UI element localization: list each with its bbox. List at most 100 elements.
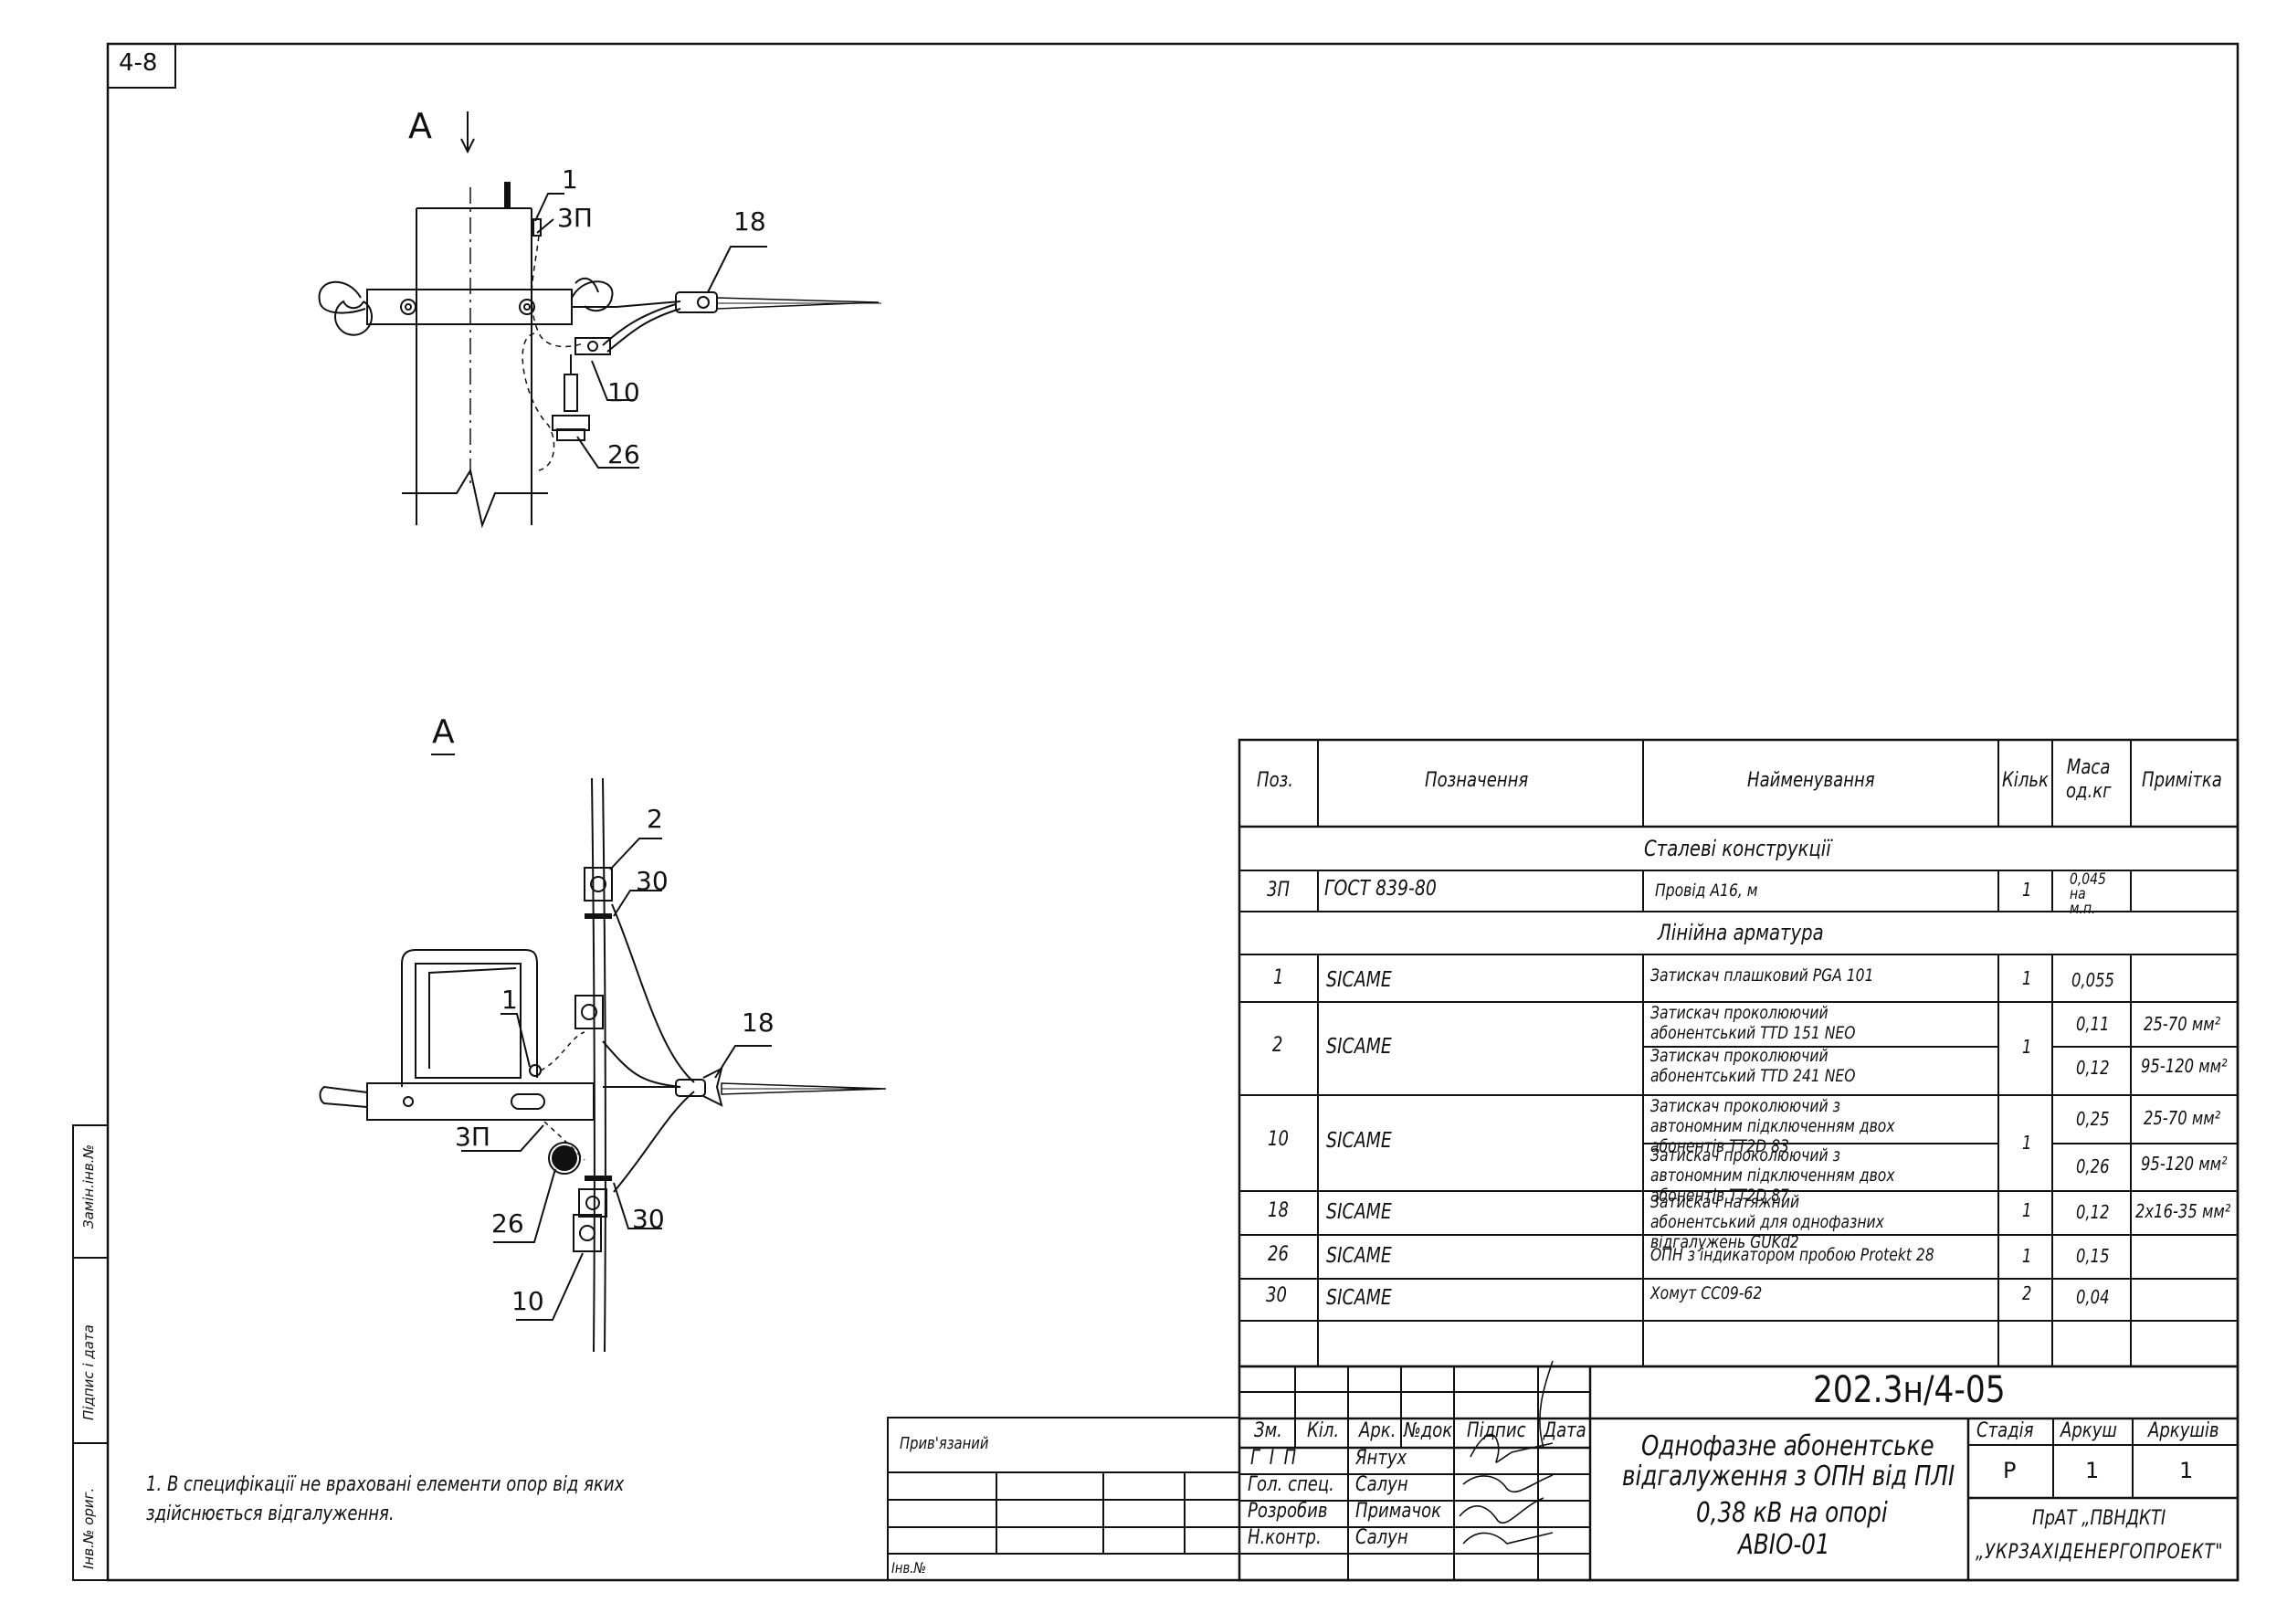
spec-cell-designation: ГОСТ 839-80 [1324,877,1437,901]
spec-cell-note: 25-70 мм² [2144,1107,2221,1129]
role-name: Салун [1355,1526,1408,1549]
spec-cell-mass: 0,26 [2076,1155,2110,1177]
sheet-code: 4-8 [119,49,158,77]
spec-cell-pos: 1 [1273,966,1284,989]
spec-cell-note: 2х16-35 мм² [2135,1200,2231,1222]
spec-cell-name: Затискач натяжний абонентський для одноф… [1650,1192,1884,1252]
spec-cell-name: Провід А16, м [1655,881,1758,901]
spec-cell-name: ОПН з індикатором пробою Protekt 28 [1650,1245,1934,1265]
spec-header-qty: Кільк [2002,769,2049,792]
spec-cell-qty: 1 [2022,1245,2032,1267]
sheet-value: 1 [2085,1458,2100,1483]
organization-line2: „УКРЗАХІДЕНЕРГОПРОЕКТ" [1976,1541,2224,1564]
bottom-view [319,754,887,1353]
sheet-code-box [107,43,176,89]
sheets-label: Аркушів [2148,1419,2219,1442]
spec-cell-mass: 0,15 [2076,1245,2110,1267]
callout-30-lower: 30 [632,1204,665,1234]
spec-cell-note: 95-120 мм² [2141,1055,2228,1077]
spec-header-note: Примітка [2142,769,2222,792]
spec-cell-designation: SICAME [1326,1286,1392,1310]
spec-header-name: Найменування [1747,769,1875,792]
spec-cell-qty: 2 [2022,1282,2032,1304]
spec-cell-qty: 1 [2022,1036,2032,1058]
spec-cell-name: Затискач проколюючий з автономним підклю… [1650,1145,1895,1206]
spec-section-title: Сталеві конструкції [1644,836,1831,861]
spec-cell-qty: 1 [2022,1199,2032,1221]
spec-cell-mass: 0,055 [2071,969,2114,991]
spec-cell-name: Затискач проколюючий абонентський TTD 15… [1650,1003,1856,1043]
attached-block-grid [887,1417,1240,1581]
spec-cell-name: Затискач проколюючий з автономним підклю… [1650,1096,1895,1156]
spec-cell-pos: 18 [1268,1199,1289,1222]
document-code: 202.3н/4-05 [1813,1369,2006,1411]
col-header-count: Кіл. [1307,1419,1340,1442]
callout-30-upper: 30 [636,866,669,896]
role-name: Янтух [1355,1447,1407,1470]
spec-cell-designation: SICAME [1326,1244,1392,1268]
spec-cell-designation: SICAME [1326,1035,1392,1059]
spec-cell-qty: 1 [2022,879,2032,901]
callout-26-top: 26 [607,439,640,469]
col-header-date: Дата [1544,1419,1586,1442]
title-line: відгалуження з ОПН від ПЛІ [1622,1461,1955,1492]
spec-cell-qty: 1 [2022,967,2032,989]
spec-header-pos: Поз. [1257,769,1293,792]
spec-cell-name: Хомут CC09-62 [1650,1283,1763,1303]
spec-header-designation: Позначення [1425,769,1529,792]
title-line: 0,38 кВ на опорі [1696,1497,1888,1529]
role-label: Розробив [1248,1500,1328,1523]
spec-cell-pos: 30 [1266,1284,1287,1307]
spec-cell-pos: 10 [1268,1128,1289,1151]
general-note: 1. В специфікації не враховані елементи … [146,1473,625,1525]
stage-value: Р [2003,1458,2017,1483]
spec-cell-note: 25-70 мм² [2144,1013,2221,1035]
role-name: Салун [1355,1473,1408,1496]
top-view [318,111,881,529]
spec-cell-mass: 0,04 [2076,1286,2110,1308]
spec-cell-designation: SICAME [1326,968,1392,992]
spec-cell-pos: 3П [1267,879,1291,902]
sheets-value: 1 [2179,1458,2194,1483]
spec-cell-mass: 0,11 [2076,1013,2110,1035]
callout-3p-top: 3П [557,203,593,233]
callout-10-top: 10 [607,377,640,407]
spec-cell-mass: 0,045 на м.п. [2070,870,2106,918]
spec-cell-pos: 2 [1272,1034,1283,1057]
side-replace-inv: Замін.інв.№ [80,1144,97,1229]
view-label-top: А [408,106,432,146]
inventory-label: Інв.№ [891,1559,927,1577]
col-header-change: Зм. [1254,1419,1282,1442]
spec-cell-note: 95-120 мм² [2141,1153,2228,1175]
callout-2: 2 [647,804,663,834]
spec-cell-qty: 1 [2022,1132,2032,1154]
title-line: Однофазне абонентське [1641,1430,1934,1462]
spec-cell-mass: 0,12 [2076,1057,2110,1079]
title-line: АВІО-01 [1738,1529,1830,1561]
spec-cell-pos: 26 [1268,1243,1289,1266]
spec-section-title: Лінійна арматура [1658,920,1824,945]
sheet-label: Аркуш [2060,1419,2117,1442]
view-label-bottom: А [432,713,455,751]
spec-cell-mass: 0,25 [2076,1108,2110,1130]
callout-18-top: 18 [733,206,766,237]
spec-header-mass: Маса од.кг [2066,756,2112,803]
side-inv-orig: Інв.№ ориг. [80,1487,97,1569]
stage-label: Стадія [1976,1419,2034,1442]
role-name: Примачок [1355,1500,1442,1523]
callout-26-bottom: 26 [491,1208,524,1239]
col-header-sheet: Арк. [1359,1419,1396,1442]
role-label: Н.контр. [1248,1526,1322,1549]
callout-1-bottom: 1 [501,985,518,1015]
side-stamp-grid [72,1124,109,1581]
spec-cell-designation: SICAME [1326,1200,1392,1224]
attached-label: Прив'язаний [900,1434,989,1453]
callout-1-top: 1 [562,164,578,195]
col-header-docno: №док [1404,1419,1453,1442]
callout-3p-bottom: 3П [455,1122,490,1152]
callout-10-bottom: 10 [511,1286,544,1316]
col-header-sign: Підпис [1467,1419,1526,1442]
spec-cell-name: Затискач проколюючий абонентський TTD 24… [1650,1046,1856,1086]
